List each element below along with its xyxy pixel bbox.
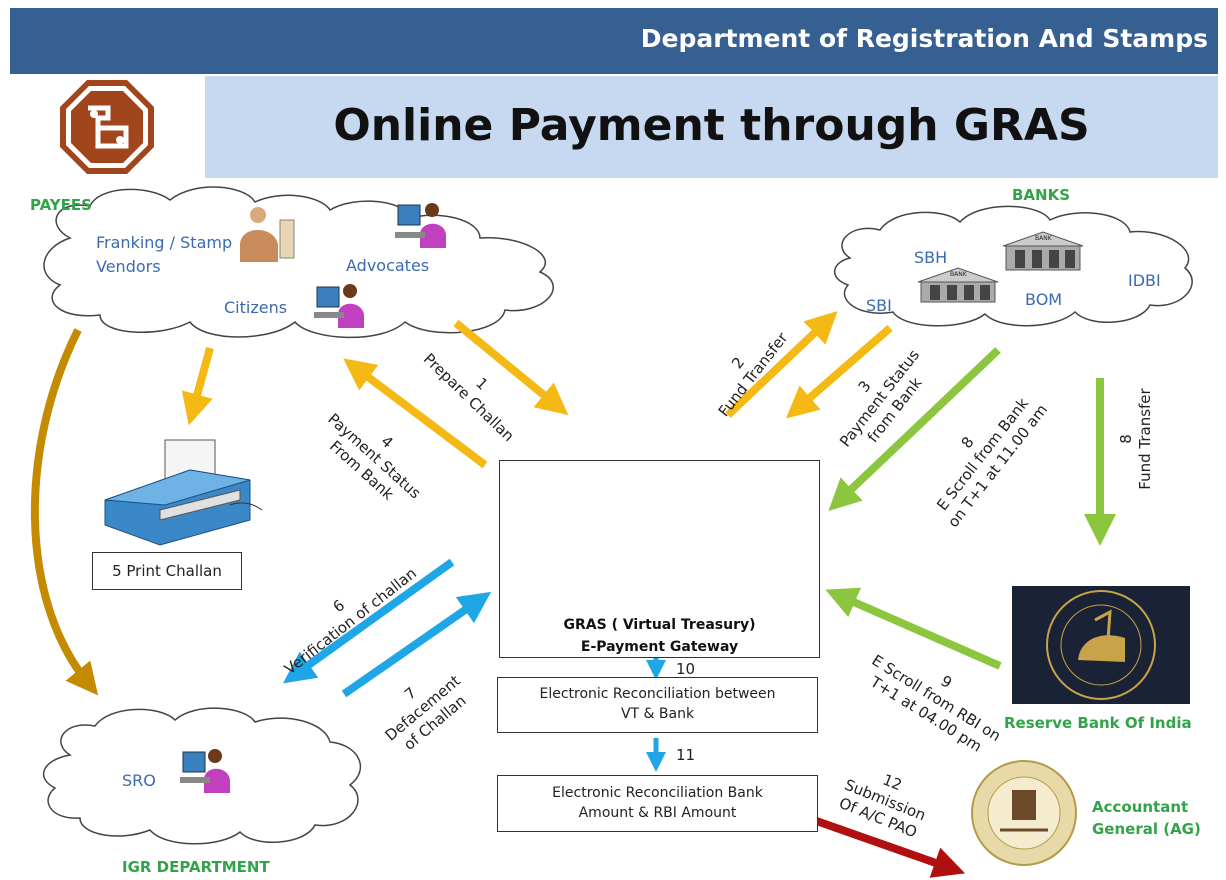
citizens-label: Citizens bbox=[224, 298, 288, 317]
arrow-step4 bbox=[343, 358, 488, 469]
payees-label: PAYEES bbox=[30, 196, 92, 214]
ag-label-line1: Accountant bbox=[1092, 798, 1189, 816]
department-logo bbox=[60, 80, 154, 174]
franking-label-line1: Franking / Stamp bbox=[96, 233, 233, 252]
bom-label: BOM bbox=[1025, 290, 1063, 309]
reconciliation-vt-bank-box: Electronic Reconciliation between VT & B… bbox=[497, 677, 818, 733]
title-band: Online Payment through GRAS bbox=[205, 76, 1218, 178]
arrow-step3 bbox=[785, 324, 893, 419]
gras-box: GRAS ( Virtual Treasury) E-Payment Gatew… bbox=[499, 460, 820, 658]
sbh-label: SBH bbox=[914, 248, 948, 267]
page-title: Online Payment through GRAS bbox=[333, 100, 1090, 151]
reconciliation-bank-rbi-box: Electronic Reconciliation Bank Amount & … bbox=[497, 775, 818, 832]
advocate-person-icon bbox=[395, 203, 446, 248]
arrow-step7 bbox=[341, 591, 492, 698]
banks-label: BANKS bbox=[1012, 186, 1071, 204]
ag-label-line2: General (AG) bbox=[1092, 820, 1201, 838]
rbi-label: Reserve Bank Of India bbox=[1004, 714, 1192, 732]
bank-sign-1: BANK bbox=[1035, 235, 1052, 242]
arrow-step8-escroll bbox=[828, 347, 1001, 512]
franking-label-line2: Vendors bbox=[96, 257, 161, 276]
gras-subtitle: E-Payment Gateway bbox=[580, 639, 739, 655]
print-challan-box: 5 Print Challan bbox=[92, 552, 242, 590]
igr-department-label: IGR DEPARTMENT bbox=[122, 858, 270, 876]
arrow-step9 bbox=[825, 587, 1002, 670]
header-bar bbox=[10, 8, 1218, 74]
ag-emblem-icon bbox=[971, 760, 1077, 866]
igr-cloud bbox=[43, 707, 361, 845]
bank-building-icon-2 bbox=[917, 267, 999, 303]
arrow-payees-to-igr bbox=[31, 328, 99, 696]
arrow-step12 bbox=[806, 814, 966, 878]
step10-label: 10 bbox=[676, 660, 696, 678]
gras-title: GRAS ( Virtual Treasury) bbox=[563, 617, 756, 633]
bank-sign-2: BANK bbox=[950, 271, 967, 278]
advocates-label: Advocates bbox=[346, 256, 430, 275]
arrow-step1 bbox=[453, 319, 569, 416]
recon1-line1: Electronic Reconciliation between bbox=[539, 686, 776, 702]
recon2-line1: Electronic Reconciliation Bank bbox=[552, 785, 763, 801]
sro-label: SRO bbox=[122, 771, 156, 790]
vendor-person-icon bbox=[240, 207, 295, 262]
recon1-line2: VT & Bank bbox=[620, 706, 695, 722]
sro-person-icon bbox=[180, 749, 230, 793]
idbi-label: IDBI bbox=[1128, 271, 1161, 290]
department-title: Department of Registration And Stamps bbox=[640, 24, 1208, 53]
bank-building-icon-1 bbox=[1002, 231, 1084, 271]
rbi-seal-icon bbox=[1012, 586, 1190, 704]
payees-cloud bbox=[43, 186, 554, 339]
arrow-payees-to-printer bbox=[181, 346, 214, 426]
step11-label: 11 bbox=[676, 746, 696, 764]
printer-icon bbox=[104, 439, 263, 546]
recon2-line2: Amount & RBI Amount bbox=[578, 805, 737, 821]
arrow-step2 bbox=[725, 310, 838, 418]
arrow-step6 bbox=[283, 558, 455, 684]
sbi-label: SBI bbox=[866, 296, 892, 315]
citizen-person-icon bbox=[314, 284, 364, 328]
